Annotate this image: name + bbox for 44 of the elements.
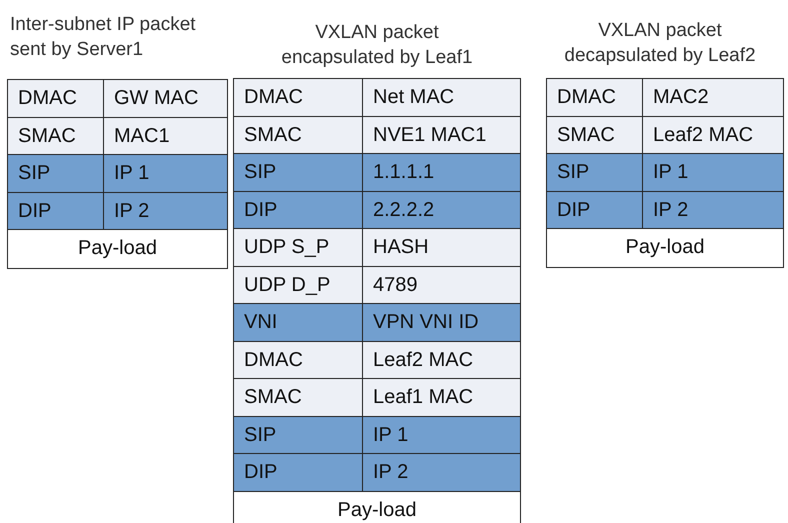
field-value-cell: Leaf2 MAC [362,340,521,380]
payload-cell: Pay-load [233,490,521,523]
field-value-cell: HASH [362,228,521,267]
field-value-cell: VPN VNI ID [362,303,521,342]
field-value-cell: IP 2 [103,192,228,230]
field-name-cell: UDP D_P [233,266,364,304]
field-value-cell: IP 1 [362,416,521,454]
field-name-cell: UDP S_P [233,228,364,267]
field-value-cell: IP 1 [642,153,784,192]
payload-cell: Pay-load [546,228,784,268]
field-name-cell: DMAC [7,79,104,118]
table-title: VXLAN packet decapsulated by Leaf2 [563,19,757,68]
field-name-cell: DIP [546,190,644,230]
field-value-cell: NVE1 MAC1 [362,116,521,154]
table-title: VXLAN packet encapsulated by Leaf1 [280,21,474,70]
field-name-cell: DMAC [546,78,644,117]
field-value-cell: Leaf2 MAC [642,116,784,154]
field-name-cell: DMAC [233,340,364,380]
field-name-cell: SIP [546,153,644,192]
field-name-cell: SMAC [546,116,644,154]
field-value-cell: Leaf1 MAC [362,378,521,417]
field-name-cell: DIP [233,190,364,230]
field-value-cell: IP 2 [362,453,521,492]
field-value-cell: 4789 [362,266,521,304]
payload-cell: Pay-load [7,229,228,268]
field-value-cell: 2.2.2.2 [362,190,521,230]
field-name-cell: SMAC [233,378,364,417]
field-value-cell: Net MAC [362,78,521,117]
field-name-cell: DMAC [233,78,364,117]
field-name-cell: SIP [7,154,104,193]
field-value-cell: MAC2 [642,78,784,117]
field-name-cell: VNI [233,303,364,342]
field-value-cell: MAC1 [103,116,228,156]
field-name-cell: DIP [233,453,364,492]
field-value-cell: IP 1 [103,154,228,193]
field-value-cell: IP 2 [642,190,784,230]
field-name-cell: SIP [233,153,364,192]
field-name-cell: DIP [7,192,104,230]
table-title: Inter-subnet IP packet sent by Server1 [10,13,197,62]
field-value-cell: GW MAC [103,79,228,118]
field-name-cell: SMAC [7,116,104,156]
field-value-cell: 1.1.1.1 [362,153,521,192]
field-name-cell: SIP [233,416,364,454]
field-name-cell: SMAC [233,116,364,154]
